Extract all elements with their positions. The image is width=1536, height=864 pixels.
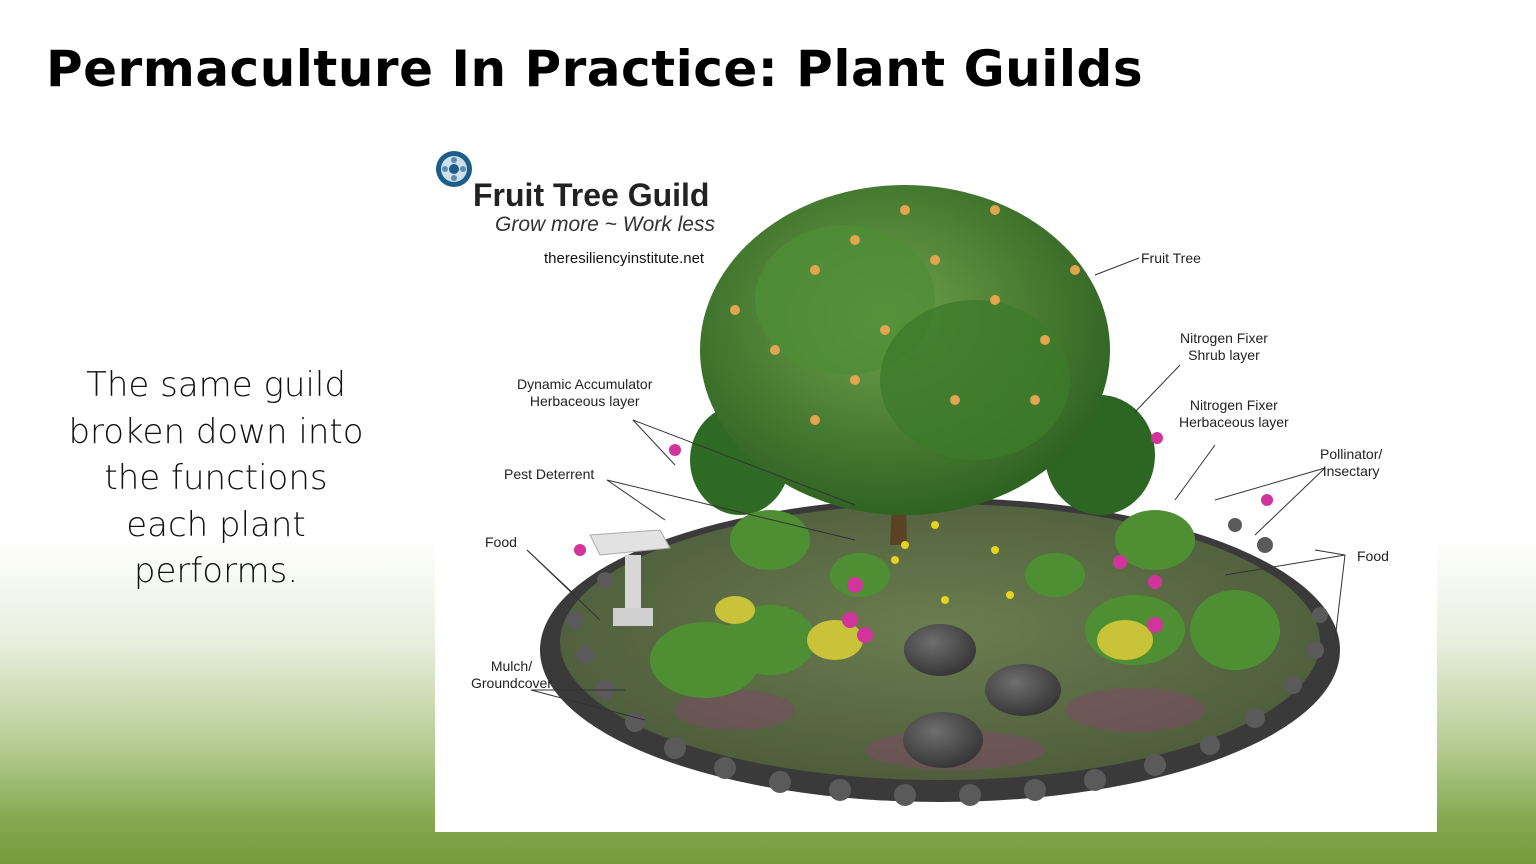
- label-pollinator: Pollinator/Insectary: [1320, 446, 1383, 479]
- body-text: The same guild broken down into the func…: [68, 365, 364, 591]
- website-label: theresiliencyinstitute.net: [544, 250, 705, 267]
- guild-drawing: [526, 185, 1346, 806]
- stepping-stone: [903, 712, 983, 768]
- yellow-flowers: [891, 521, 1014, 604]
- herbaceous-plants: [650, 510, 1280, 698]
- label-pest-deterrent: Pest Deterrent: [504, 466, 595, 482]
- pink-flowers: [574, 432, 1273, 643]
- figure-title: Fruit Tree Guild: [473, 177, 710, 213]
- guild-illustration: Fruit Tree Guild Grow more ~ Work less t…: [435, 150, 1437, 832]
- label-leaders: [526, 257, 1346, 721]
- yellow-plants: [715, 596, 1153, 660]
- stepping-stone: [904, 624, 976, 676]
- stepping-stone: [985, 664, 1061, 716]
- fruits: [730, 205, 1080, 425]
- slide-title: Permaculture In Practice: Plant Guilds: [46, 40, 1144, 98]
- label-mulch: Mulch/Groundcover: [471, 658, 552, 691]
- figure-subtitle: Grow more ~ Work less: [495, 213, 715, 236]
- border-stones: [566, 518, 1328, 806]
- label-food-right: Food: [1357, 548, 1389, 564]
- label-food-left: Food: [485, 534, 517, 550]
- bird-bath: [589, 529, 671, 626]
- institute-logo-icon: [436, 151, 472, 187]
- label-fruit-tree: Fruit Tree: [1141, 250, 1201, 266]
